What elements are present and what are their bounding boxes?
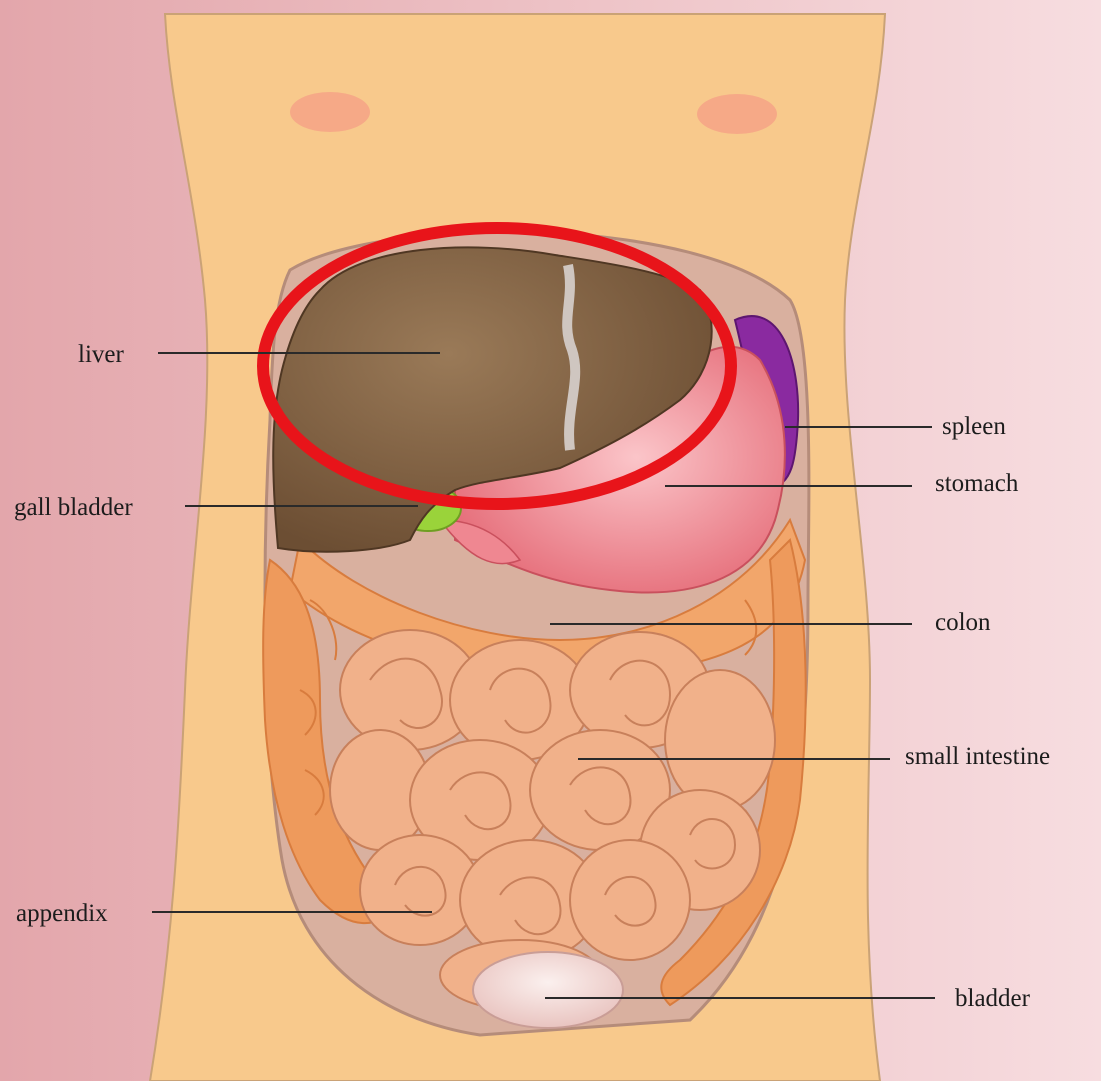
bladder-label: bladder [955, 985, 1031, 1012]
spleen-label: spleen [942, 413, 1006, 440]
stomach-label: stomach [935, 470, 1019, 497]
appendix-label: appendix [16, 900, 108, 927]
right-nipple [697, 94, 777, 134]
gall-bladder-label: gall bladder [14, 494, 133, 521]
small-intestine-label: small intestine [905, 743, 1050, 770]
left-nipple [290, 92, 370, 132]
bladder [473, 952, 623, 1028]
liver-label: liver [78, 341, 124, 368]
colon-label: colon [935, 609, 991, 636]
